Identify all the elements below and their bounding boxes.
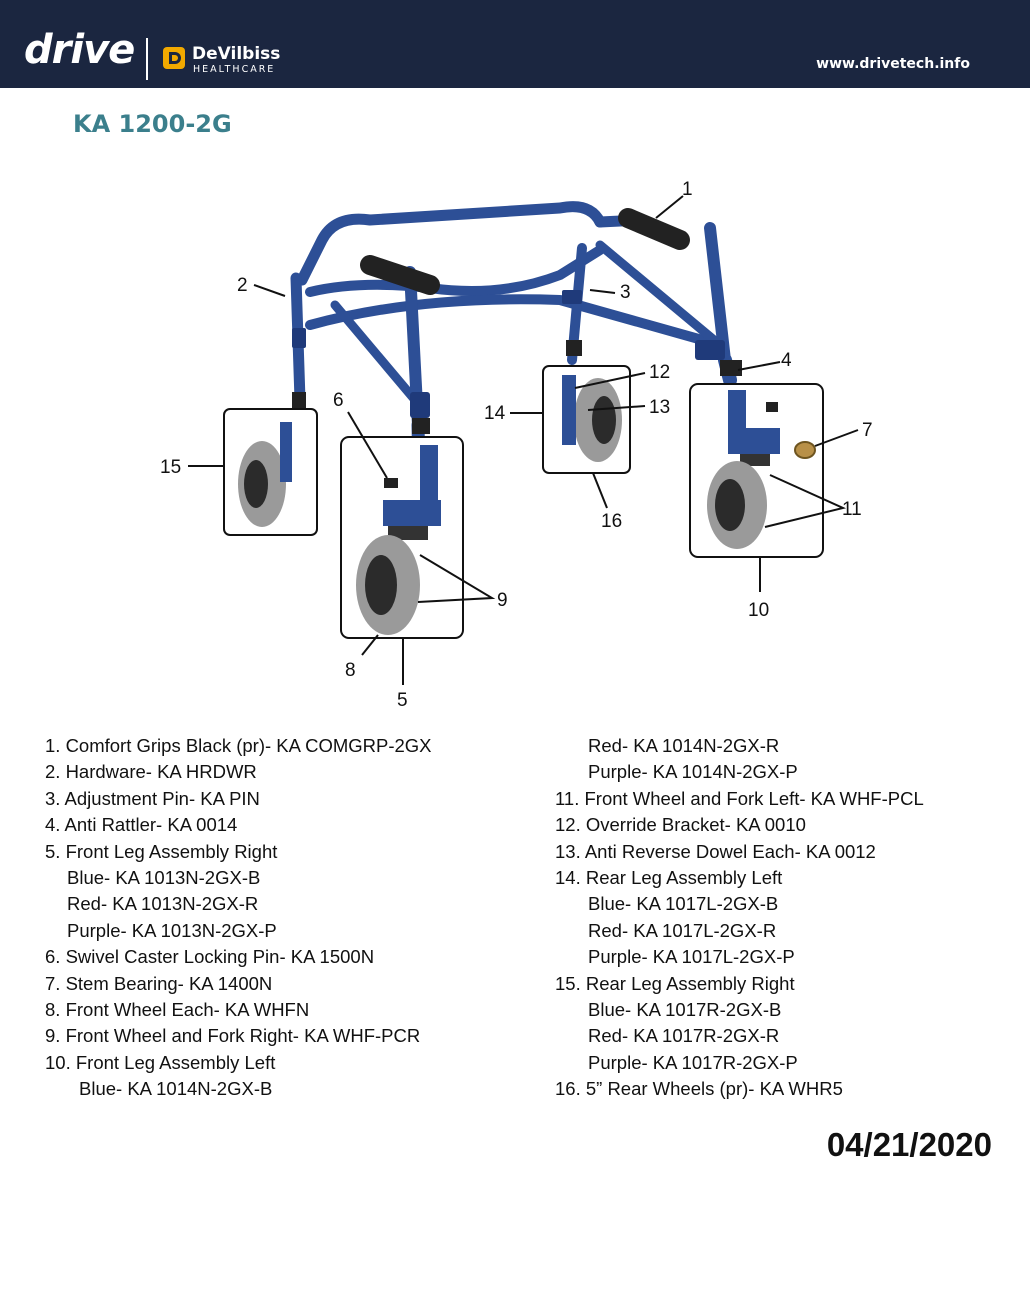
part-10-variant-red: Red- KA 1014N-2GX-R	[588, 735, 780, 756]
part-15-variant-red: Red- KA 1017R-2GX-R	[588, 1025, 780, 1047]
stem-bearing-part	[794, 441, 816, 459]
callout-11: 11	[842, 499, 862, 520]
callout-10: 10	[748, 600, 769, 621]
rear-right-leg-detail	[223, 408, 318, 536]
logo-divider	[146, 38, 148, 80]
front-right-leg-detail	[340, 436, 464, 639]
parts-list-left: 1. Comfort Grips Black (pr)- KA COMGRP-2…	[45, 733, 515, 1103]
callout-1: 1	[682, 179, 693, 200]
part-4: 4. Anti Rattler- KA 0014	[45, 814, 238, 836]
callout-8: 8	[345, 660, 356, 681]
model-title: KA 1200-2G	[73, 110, 232, 138]
part-5-variant-blue: Blue- KA 1013N-2GX-B	[67, 867, 261, 889]
part-8: 8. Front Wheel Each- KA WHFN	[45, 999, 310, 1021]
part-14-variant-blue: Blue- KA 1017L-2GX-B	[588, 893, 779, 915]
callout-5: 5	[397, 690, 408, 711]
callout-13: 13	[649, 397, 670, 418]
comfort-grips	[360, 208, 690, 295]
part-2: 2. Hardware- KA HRDWR	[45, 761, 257, 783]
callout-14: 14	[484, 403, 506, 424]
part-15-variant-purple: Purple- KA 1017R-2GX-P	[588, 1051, 798, 1073]
rear-left-leg-detail	[542, 365, 631, 474]
leg-clamps	[292, 290, 725, 418]
black-fittings	[292, 340, 742, 434]
drive-logo: drive	[24, 27, 135, 73]
part-15-variant-blue: Blue- KA 1017R-2GX-B	[588, 999, 782, 1021]
part-5-variant-red: Red- KA 1013N-2GX-R	[67, 893, 259, 915]
devilbiss-logo-name: DeVilbiss	[192, 44, 281, 64]
part-10-variant-blue: Blue- KA 1014N-2GX-B	[79, 1078, 273, 1100]
part-12: 12. Override Bracket- KA 0010	[555, 814, 806, 836]
page-header: drive DeVilbiss HEALTHCARE www.drivetech…	[0, 0, 1030, 88]
callout-leaders	[188, 195, 859, 685]
devilbiss-logo-subtitle: HEALTHCARE	[193, 64, 276, 75]
callout-12: 12	[649, 362, 670, 383]
parts-list-right: Red- KA 1014N-2GX-R Purple- KA 1014N-2GX…	[555, 733, 1015, 1103]
front-left-leg-detail	[689, 383, 824, 558]
callout-9: 9	[497, 590, 508, 611]
callout-4: 4	[781, 350, 792, 371]
callout-15: 15	[160, 457, 181, 478]
part-5-variant-purple: Purple- KA 1013N-2GX-P	[67, 919, 277, 941]
part-6: 6. Swivel Caster Locking Pin- KA 1500N	[45, 946, 375, 968]
part-10: 10. Front Leg Assembly Left	[45, 1051, 276, 1073]
part-1: 1. Comfort Grips Black (pr)- KA COMGRP-2…	[45, 735, 432, 756]
part-9: 9. Front Wheel and Fork Right- KA WHF-PC…	[45, 1025, 421, 1047]
part-7: 7. Stem Bearing- KA 1400N	[45, 972, 273, 994]
callout-3: 3	[620, 282, 631, 303]
part-11: 11. Front Wheel and Fork Left- KA WHF-PC…	[555, 787, 924, 809]
callout-6: 6	[333, 390, 344, 411]
part-14-variant-red: Red- KA 1017L-2GX-R	[588, 919, 777, 941]
callout-2: 2	[237, 275, 248, 296]
website-link[interactable]: www.drivetech.info	[816, 56, 970, 72]
callout-16: 16	[601, 511, 622, 532]
walker-parts-diagram: 1 2 3 4 5 6 7 8 9 10 11 12 13 14 15 16	[160, 179, 873, 711]
part-10-variant-purple: Purple- KA 1014N-2GX-P	[588, 761, 798, 783]
part-14: 14. Rear Leg Assembly Left	[555, 867, 783, 889]
part-15: 15. Rear Leg Assembly Right	[555, 972, 795, 994]
part-14-variant-purple: Purple- KA 1017L-2GX-P	[588, 946, 795, 968]
revision-date: 04/21/2020	[826, 1126, 992, 1163]
part-3: 3. Adjustment Pin- KA PIN	[45, 787, 260, 809]
part-16: 16. 5” Rear Wheels (pr)- KA WHR5	[555, 1078, 843, 1100]
devilbiss-logo-icon	[163, 47, 185, 69]
part-13: 13. Anti Reverse Dowel Each- KA 0012	[555, 840, 876, 862]
part-5: 5. Front Leg Assembly Right	[45, 840, 278, 862]
callout-7: 7	[862, 420, 873, 441]
callout-numbers: 1 2 3 4 5 6 7 8 9 10 11 12 13 14 15 16	[160, 179, 873, 711]
